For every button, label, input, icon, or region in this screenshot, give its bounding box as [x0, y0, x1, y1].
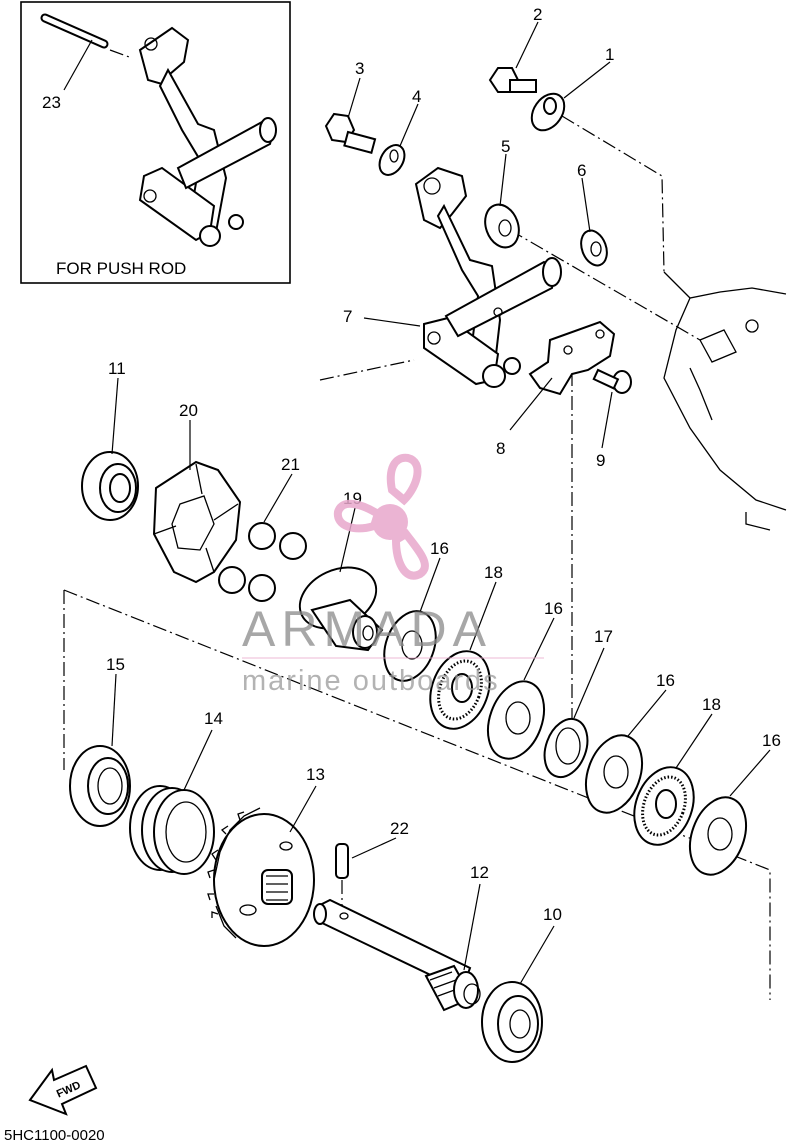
kick-shaft-part-12	[313, 898, 481, 1012]
needle-bearing-part-18-a	[429, 650, 491, 730]
callout-number: 10	[543, 905, 562, 924]
bracket-part-8	[528, 320, 616, 396]
crankcase-outline	[663, 271, 787, 531]
armada-watermark: ARMADA marine outboards	[242, 453, 544, 697]
callout-number: 16	[430, 539, 449, 558]
callout-number: 13	[306, 765, 325, 784]
seal-part-6	[580, 229, 608, 267]
washer-part-16-a	[383, 610, 437, 682]
cam-part-20	[152, 460, 242, 584]
balls-part-21	[218, 522, 307, 602]
callout-number: 11	[108, 359, 126, 378]
shaft-stack	[383, 610, 748, 876]
washer-part-16-b	[486, 680, 546, 760]
bearing-part-11	[81, 451, 139, 521]
spring-part-14	[129, 785, 215, 875]
callout-number: 16	[544, 599, 563, 618]
collar-part-17	[543, 717, 589, 779]
watermark-brand: ARMADA	[242, 601, 492, 657]
leader-lines	[111, 21, 771, 985]
callout-number: 6	[577, 161, 586, 180]
washer-part-4	[378, 144, 406, 176]
callout-number: 18	[702, 695, 721, 714]
push-rod-inset: 23 FOR PUSH ROD	[20, 1, 291, 284]
callout-number: 2	[533, 5, 542, 24]
callout-number: 14	[204, 709, 223, 728]
inset-caption: FOR PUSH ROD	[56, 259, 186, 278]
lower-parts	[69, 745, 543, 1063]
inset-lever-part	[138, 26, 277, 247]
bearing-part-15	[69, 745, 131, 827]
washer-part-1	[530, 92, 566, 132]
callout-number: 16	[656, 671, 675, 690]
collar-part-5	[484, 203, 520, 249]
watermark-tagline: marine outboards	[242, 665, 500, 697]
callout-number: 21	[281, 455, 300, 474]
callout-number: 7	[343, 307, 352, 326]
bearing-part-10	[481, 981, 543, 1063]
callout-number: 4	[412, 87, 421, 106]
screw-part-9	[592, 368, 632, 394]
needle-bearing-part-18-b	[633, 766, 695, 846]
callout-number: 16	[762, 731, 781, 750]
callouts: 1 2 3 4 5 6 7 8 9 10 11 12 13 14 15 16 1…	[106, 5, 781, 924]
middle-parts	[81, 451, 384, 652]
callout-number: 9	[596, 451, 605, 470]
bolt-part-3	[324, 112, 377, 154]
callout-number: 3	[355, 59, 364, 78]
callout-number: 8	[496, 439, 505, 458]
callout-number: 20	[179, 401, 198, 420]
callout-number: 5	[501, 137, 510, 156]
callout-number: 12	[470, 863, 489, 882]
fwd-arrow: FWD	[28, 1064, 98, 1116]
callout-number: 15	[106, 655, 125, 674]
callout-number: 17	[594, 627, 613, 646]
callout-number: 18	[484, 563, 503, 582]
lever-shaft-part-7	[414, 166, 562, 388]
callout-number: 22	[390, 819, 409, 838]
top-parts	[324, 67, 632, 396]
washer-part-16-d	[688, 796, 748, 876]
document-code: 5HC1100-0020	[4, 1127, 105, 1143]
sleeve-part-19	[298, 566, 384, 652]
callout-number: 1	[605, 45, 614, 64]
gear-part-13	[207, 807, 315, 947]
washer-part-16-c	[584, 734, 644, 814]
alignment-lines	[63, 115, 771, 1000]
bolt-part-2	[488, 67, 537, 93]
callout-number: 23	[42, 93, 61, 112]
push-rod-part	[40, 13, 133, 59]
propeller-logo-icon	[333, 453, 429, 580]
